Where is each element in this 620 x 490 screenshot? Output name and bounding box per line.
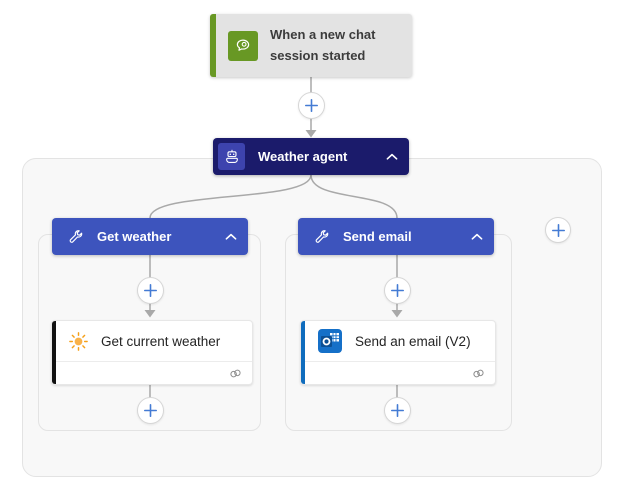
- branch2-collapse-chevron-icon[interactable]: [471, 218, 483, 255]
- outlook-icon: [317, 328, 343, 354]
- trigger-card[interactable]: When a new chat session started: [210, 14, 412, 77]
- action-card-get-current-weather[interactable]: Get current weather: [51, 320, 253, 385]
- insert-action-button-branch1[interactable]: [136, 276, 164, 304]
- add-action-button-branch2[interactable]: [383, 396, 411, 424]
- bot-icon: [218, 143, 245, 170]
- add-action-button-branch1[interactable]: [136, 396, 164, 424]
- trigger-label-line1: When a new chat: [270, 27, 376, 43]
- plus-icon: [551, 223, 565, 237]
- connector-brand-stripe: [52, 321, 56, 384]
- action-card-label: Get current weather: [101, 333, 221, 349]
- wrench-icon: [314, 229, 330, 245]
- trigger-label-line2: session started: [270, 47, 366, 63]
- branch-header-label: Get weather: [97, 229, 172, 244]
- plus-icon: [304, 98, 318, 112]
- insert-action-button-top[interactable]: [297, 91, 325, 119]
- action-card-label: Send an email (V2): [355, 333, 471, 349]
- connection-icon[interactable]: [228, 366, 243, 381]
- agent-node[interactable]: Weather agent: [213, 138, 409, 175]
- connector-brand-stripe: [301, 321, 305, 384]
- action-card-send-an-email-v2[interactable]: Send an email (V2): [300, 320, 496, 385]
- wrench-icon: [68, 229, 84, 245]
- branch-header-label: Send email: [343, 229, 412, 244]
- trigger-accent-stripe: [210, 14, 216, 77]
- branch-header-send-email[interactable]: Send email: [298, 218, 494, 255]
- chat-icon: [228, 30, 258, 61]
- agent-label: Weather agent: [258, 149, 348, 164]
- agent-collapse-chevron-icon[interactable]: [386, 138, 398, 175]
- sun-icon: [68, 331, 89, 352]
- branch1-collapse-chevron-icon[interactable]: [225, 218, 237, 255]
- trigger-label: When a new chat session started: [270, 25, 375, 65]
- connection-icon[interactable]: [471, 366, 486, 381]
- plus-icon: [390, 403, 404, 417]
- plus-icon: [390, 283, 404, 297]
- branch-header-get-weather[interactable]: Get weather: [52, 218, 248, 255]
- insert-action-button-branch2[interactable]: [383, 276, 411, 304]
- add-branch-button[interactable]: [545, 217, 571, 243]
- plus-icon: [143, 403, 157, 417]
- plus-icon: [143, 283, 157, 297]
